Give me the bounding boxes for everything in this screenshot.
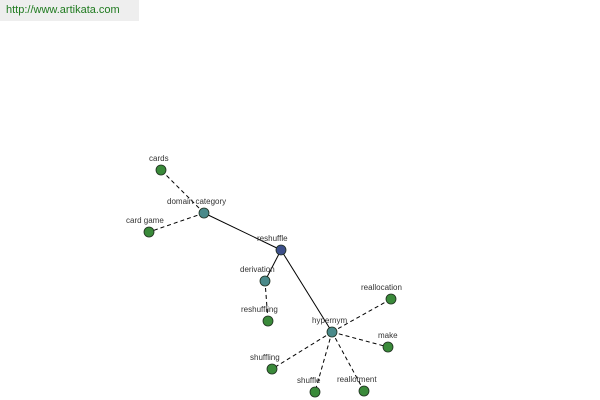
node-label-cards: cards <box>149 154 169 163</box>
node-reshuffle[interactable] <box>275 244 287 256</box>
node-make[interactable] <box>382 341 394 353</box>
node-reshuffling[interactable] <box>262 315 274 327</box>
node-label-derivation: derivation <box>240 265 275 274</box>
node-label-domain-category: domain category <box>167 197 226 206</box>
node-label-reshuffling: reshuffling <box>241 305 278 314</box>
edge-hypernym-to-reallocation <box>331 298 392 333</box>
node-label-reallotment: reallotment <box>337 375 377 384</box>
node-card-game[interactable] <box>143 226 155 238</box>
edge-hypernym-to-make <box>331 331 389 348</box>
node-label-reshuffle: reshuffle <box>257 234 288 243</box>
node-cards[interactable] <box>155 164 167 176</box>
edge-domain-category-to-cards <box>160 169 205 214</box>
edge-reshuffle-to-derivation <box>264 249 282 282</box>
node-label-card-game: card game <box>126 216 164 225</box>
labels-layer: reshuffle domain category derivation hypern… <box>126 154 402 385</box>
nodes-layer <box>143 164 397 398</box>
site-url-link[interactable]: http://www.artikata.com <box>0 0 139 21</box>
node-hypernym[interactable] <box>326 326 338 338</box>
node-reallocation[interactable] <box>385 293 397 305</box>
node-shuffling[interactable] <box>266 363 278 375</box>
edge-hypernym-to-shuffling <box>271 331 333 370</box>
node-domain-category[interactable] <box>198 207 210 219</box>
node-label-shuffling: shuffling <box>250 353 280 362</box>
edge-reshuffle-to-domain-category <box>203 212 282 251</box>
node-label-reallocation: reallocation <box>361 283 402 292</box>
node-reallotment[interactable] <box>358 385 370 397</box>
edge-reshuffle-to-hypernym <box>280 249 333 333</box>
edge-domain-category-to-card-game <box>148 212 205 233</box>
node-label-hypernym: hypernym <box>312 316 347 325</box>
node-shuffle[interactable] <box>309 386 321 398</box>
edge-derivation-to-reshuffling <box>264 280 269 322</box>
node-label-make: make <box>378 331 398 340</box>
node-label-shuffle: shuffle <box>297 376 321 385</box>
edges-layer <box>148 169 392 393</box>
edge-hypernym-to-shuffle <box>314 331 333 393</box>
node-derivation[interactable] <box>259 275 271 287</box>
